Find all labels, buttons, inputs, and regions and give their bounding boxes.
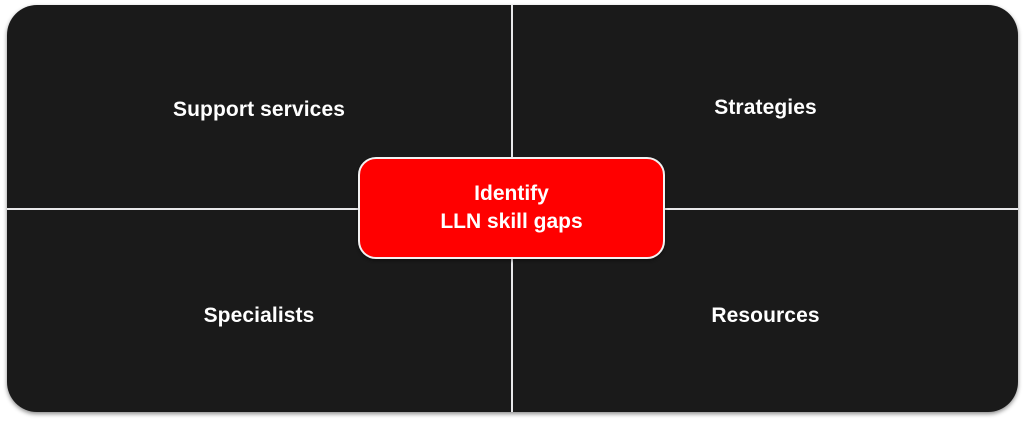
center-node-line-1: Identify — [474, 182, 549, 206]
quadrant-resources[interactable]: Resources — [513, 210, 1018, 412]
quadrant-label-specialists: Specialists — [203, 304, 315, 327]
quadrant-specialists[interactable]: Specialists — [7, 210, 511, 412]
quadrant-support-services[interactable]: Support services — [7, 5, 511, 208]
center-node-identify-lln-skill-gaps[interactable]: Identify LLN skill gaps — [358, 157, 665, 259]
quadrant-strategies[interactable]: Strategies — [513, 5, 1018, 208]
quadrant-label-support-services: Support services — [173, 98, 345, 121]
quadrant-label-resources: Resources — [711, 304, 820, 327]
quadrant-label-strategies: Strategies — [714, 96, 817, 119]
center-node-line-2: LLN skill gaps — [440, 210, 583, 233]
